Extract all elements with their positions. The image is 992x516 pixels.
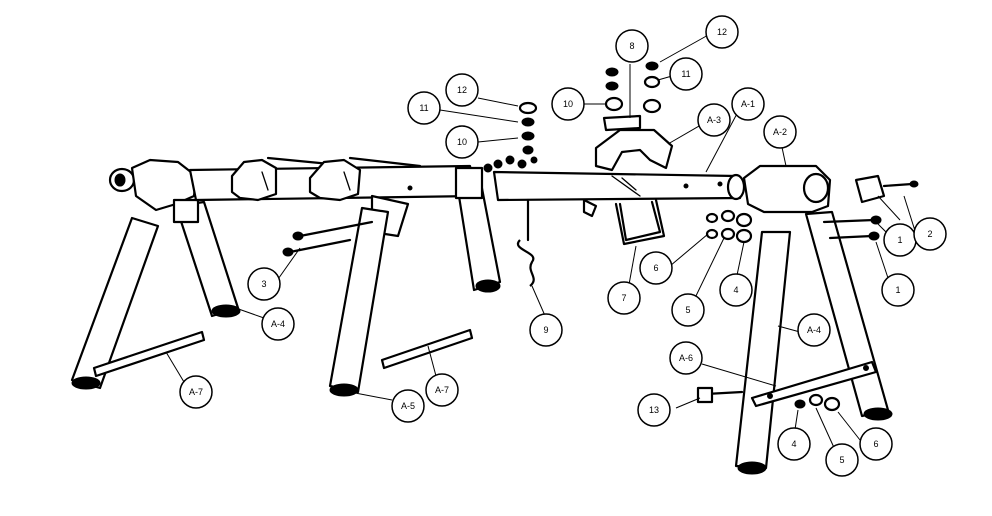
svg-text:4: 4 <box>733 285 738 295</box>
callout-a6: A-6 <box>669 341 703 375</box>
svg-text:1: 1 <box>897 235 902 245</box>
callout-4-upper: 4 <box>719 273 753 307</box>
svg-text:A-7: A-7 <box>189 387 203 397</box>
callout-1-lower: 1 <box>881 273 915 307</box>
svg-text:10: 10 <box>457 137 467 147</box>
left-top-beam <box>188 156 502 397</box>
a3-bracket <box>594 61 674 172</box>
callout-11-left: 11 <box>407 91 441 125</box>
callout-2: 2 <box>913 217 947 251</box>
callout-a4-right: A-4 <box>797 313 831 347</box>
callout-6-upper: 6 <box>639 251 673 285</box>
right-a-frame <box>696 164 919 475</box>
svg-text:A-4: A-4 <box>807 325 821 335</box>
callout-13: 13 <box>637 393 671 427</box>
svg-text:A-7: A-7 <box>435 385 449 395</box>
callout-5-upper: 5 <box>671 293 705 327</box>
svg-text:7: 7 <box>621 293 626 303</box>
callout-10-left: 10 <box>445 125 479 159</box>
svg-text:12: 12 <box>717 27 727 37</box>
svg-text:5: 5 <box>839 455 844 465</box>
svg-text:11: 11 <box>681 69 690 79</box>
svg-text:4: 4 <box>791 439 796 449</box>
svg-text:1: 1 <box>895 285 900 295</box>
callout-5-lower: 5 <box>825 443 859 477</box>
svg-text:A-1: A-1 <box>741 99 755 109</box>
svg-text:A-5: A-5 <box>401 401 415 411</box>
callout-3: 3 <box>247 267 281 301</box>
svg-text:13: 13 <box>649 405 659 415</box>
callout-a5: A-5 <box>391 389 425 423</box>
svg-text:A-4: A-4 <box>271 319 285 329</box>
callout-4-lower: 4 <box>777 427 811 461</box>
upper-left-hardware <box>518 101 538 155</box>
svg-text:9: 9 <box>543 325 548 335</box>
svg-text:A-6: A-6 <box>679 353 693 363</box>
svg-text:8: 8 <box>629 41 634 51</box>
callout-a3: A-3 <box>697 103 731 137</box>
callout-a4-left: A-4 <box>261 307 295 341</box>
left-a-frame <box>70 158 241 390</box>
svg-text:A-2: A-2 <box>773 127 787 137</box>
callout-a1: A-1 <box>731 87 765 121</box>
svg-text:3: 3 <box>261 279 266 289</box>
svg-text:6: 6 <box>873 439 878 449</box>
callout-9: 9 <box>529 313 563 347</box>
callouts: 12 8 11 10 12 11 10 A-1 A-3 A-2 1 2 1 6 … <box>165 15 947 477</box>
callout-7: 7 <box>607 281 641 315</box>
svg-text:12: 12 <box>457 85 467 95</box>
callout-1-upper: 1 <box>883 223 917 257</box>
callout-a7-center: A-7 <box>425 373 459 407</box>
callout-8: 8 <box>615 29 649 63</box>
svg-text:10: 10 <box>563 99 573 109</box>
callout-a2: A-2 <box>763 115 797 149</box>
svg-text:6: 6 <box>653 263 658 273</box>
bolt-cluster <box>483 155 538 173</box>
svg-text:2: 2 <box>927 229 932 239</box>
svg-text:11: 11 <box>419 103 428 113</box>
callout-6-lower: 6 <box>859 427 893 461</box>
callout-a7-left: A-7 <box>179 375 213 409</box>
svg-text:5: 5 <box>685 305 690 315</box>
callout-12-top: 12 <box>705 15 739 49</box>
callout-10-top: 10 <box>551 87 585 121</box>
svg-text:A-3: A-3 <box>707 115 721 125</box>
callout-11-top: 11 <box>669 57 703 91</box>
center-top-beam <box>483 155 746 287</box>
callout-12-left: 12 <box>445 73 479 107</box>
